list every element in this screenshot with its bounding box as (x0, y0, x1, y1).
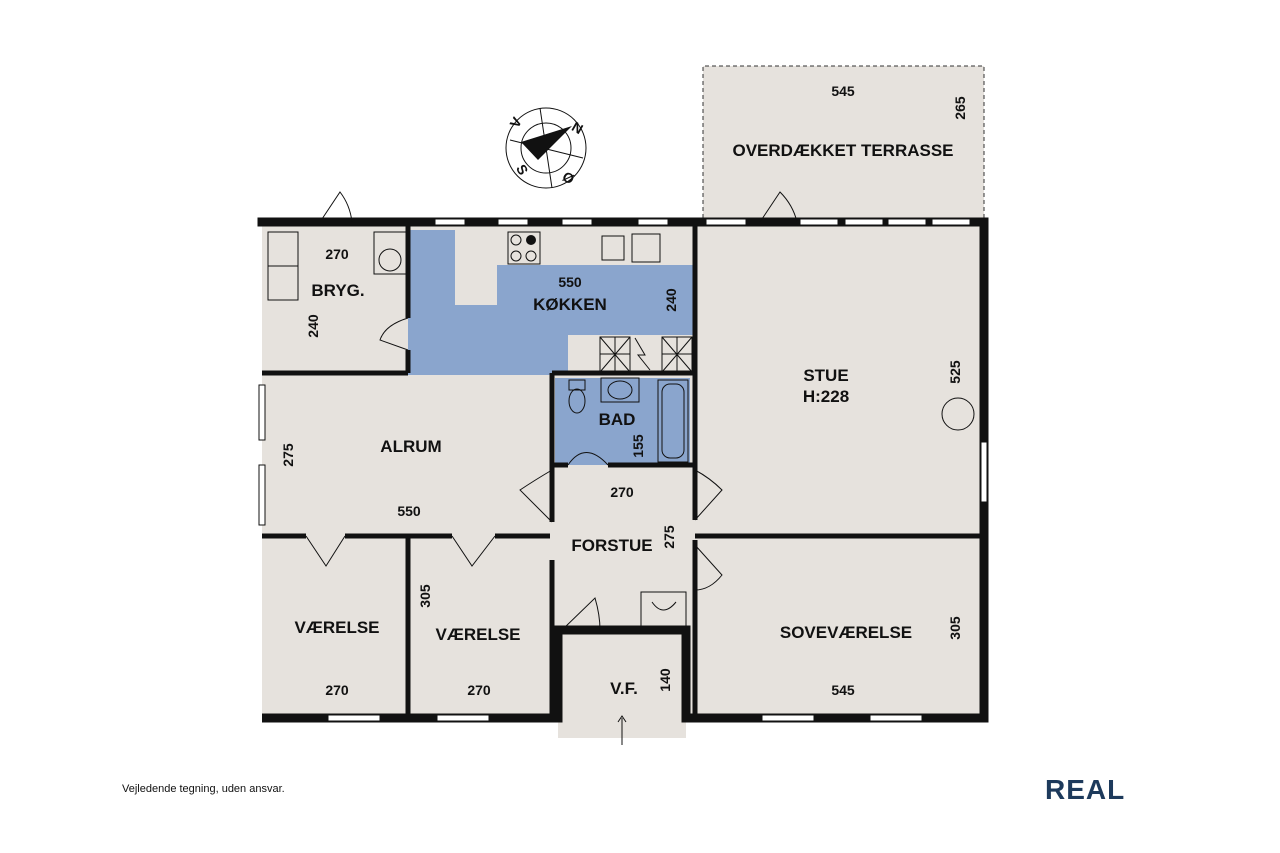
vaerelse2-label: VÆRELSE (435, 625, 520, 644)
vaerelse2-width: 270 (467, 682, 491, 698)
vaerelse1-width: 270 (325, 682, 349, 698)
bryg-label: BRYG. (311, 281, 364, 300)
terrace-area (703, 66, 984, 220)
forstue-label: FORSTUE (571, 536, 652, 555)
kitchen-width: 550 (558, 274, 582, 290)
vaerelse1-label: VÆRELSE (294, 618, 379, 637)
alrum-depth: 275 (280, 443, 296, 467)
disclaimer-text: Vejledende tegning, uden ansvar. (122, 783, 285, 795)
utility-fixtures (267, 231, 975, 627)
vf-label: V.F. (610, 679, 638, 698)
forstue-depth: 275 (661, 525, 677, 549)
doors (305, 191, 798, 745)
sove-label: SOVEVÆRELSE (780, 623, 912, 642)
compass-icon: V N S Ø (505, 107, 587, 189)
stue-depth: 525 (947, 360, 963, 384)
windows (258, 218, 988, 722)
entrance-walls (553, 625, 691, 723)
interior-walls (262, 226, 984, 718)
compass-west: V (506, 114, 525, 131)
kitchen-fixtures (507, 231, 693, 373)
sove-width: 545 (831, 682, 855, 698)
stove-icon (941, 397, 975, 431)
bad-label: BAD (599, 410, 636, 429)
bathroom-fixtures (568, 377, 689, 463)
stue-label: STUE (803, 366, 848, 385)
terrace-label: OVERDÆKKET TERRASSE (732, 141, 953, 160)
kitchen-counter-left (455, 230, 497, 305)
stue-ceiling-height: H:228 (803, 387, 849, 406)
bathroom-floor (555, 378, 690, 465)
bryg-width: 270 (325, 246, 349, 262)
sove-depth: 305 (947, 616, 963, 640)
alrum-width: 550 (397, 503, 421, 519)
bryg-depth: 240 (305, 314, 321, 338)
kitchen-depth: 240 (663, 288, 679, 312)
forstue-width: 270 (610, 484, 634, 500)
terrace-depth: 265 (952, 96, 968, 120)
compass-south: S (513, 161, 532, 177)
alrum-label: ALRUM (380, 437, 441, 456)
kitchen-counter-bottom (568, 335, 695, 375)
bad-depth: 155 (630, 434, 646, 458)
vaerelse2-depth: 305 (417, 584, 433, 608)
terrace-width: 545 (831, 83, 855, 99)
kitchen-label: KØKKEN (533, 295, 607, 314)
vf-depth: 140 (657, 668, 673, 692)
real-logo: REAL (1045, 774, 1126, 805)
